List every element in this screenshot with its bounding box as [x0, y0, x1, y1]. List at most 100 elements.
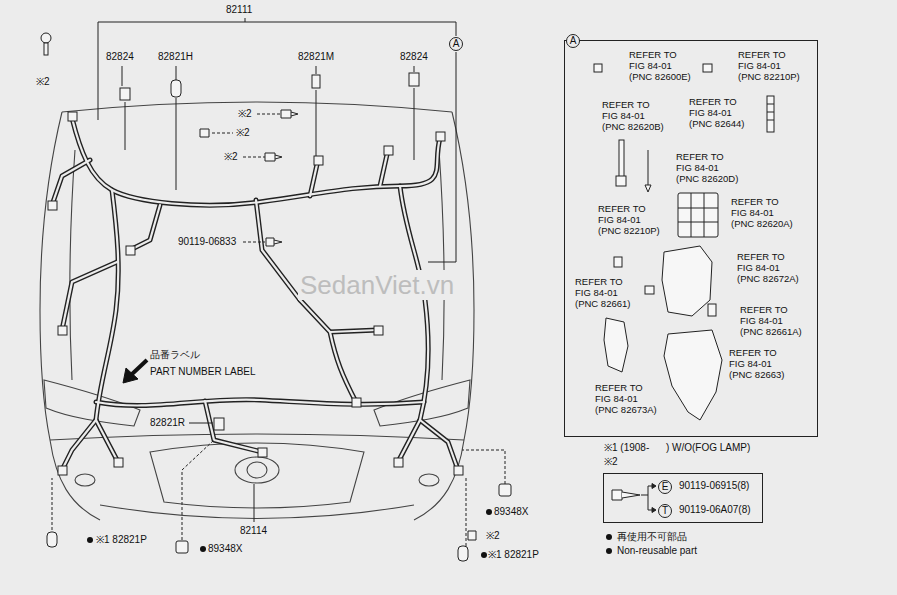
leader-line — [428, 52, 456, 262]
part-icon — [47, 532, 57, 547]
part-icon — [409, 73, 419, 86]
dashed-leader — [243, 157, 265, 158]
legend-dot — [605, 547, 613, 555]
reference-part-icon — [594, 64, 602, 72]
wire-harness-core — [300, 300, 356, 402]
reference-note: REFER TO FIG 84-01 (PNC 82210P) — [738, 49, 803, 82]
wire-harness-core — [72, 118, 440, 205]
car-body-outline — [50, 434, 464, 440]
wire-harness — [205, 401, 262, 452]
callout-letter: E — [662, 482, 669, 492]
non-reusable-dot — [87, 509, 492, 558]
dashed-leader — [243, 242, 265, 243]
label-arrow — [123, 368, 138, 383]
harness-connector — [58, 466, 67, 475]
wire-harness — [420, 420, 458, 470]
car-body-outline — [70, 150, 75, 380]
part-number: 82821M — [298, 51, 334, 63]
wire-harness — [62, 262, 117, 330]
leader-line — [456, 22, 457, 36]
harness-connector — [214, 418, 224, 430]
clip-symbol — [652, 484, 656, 489]
wire-harness-core — [330, 330, 378, 332]
leader-line — [245, 18, 246, 22]
part-icon — [458, 546, 468, 561]
wire-harness-core — [420, 420, 458, 470]
dashed-leader — [466, 476, 467, 546]
clip-symbol — [612, 484, 656, 513]
harness-connector — [126, 246, 135, 255]
wire-harness-core — [130, 205, 160, 250]
part-number: 82111 — [226, 4, 252, 16]
part-number: 90119-06915(8) — [679, 480, 749, 492]
footnote-mark: ※2 — [604, 456, 618, 468]
harness-connector — [394, 458, 403, 467]
reference-part-icon — [619, 140, 624, 178]
car-body-outline — [247, 462, 267, 478]
car-body-outline — [235, 457, 279, 483]
part-number: 89348X — [208, 543, 242, 555]
leader-line — [316, 90, 317, 156]
car-body-outline — [419, 474, 439, 486]
legend-text: 再使用不可部品 — [617, 531, 687, 543]
legend-dot — [606, 548, 612, 554]
reference-part-icon — [708, 304, 716, 316]
non-reusable-dot — [200, 546, 206, 552]
reference-part-icon — [678, 193, 718, 237]
reference-note: REFER TO FIG 84-01 (PNC 82210P) — [598, 203, 663, 236]
part-icon — [499, 484, 511, 496]
dashed-leader — [52, 478, 53, 530]
reference-part-icon — [662, 246, 712, 316]
wire-harness — [96, 190, 118, 420]
harness-connector — [352, 398, 361, 407]
wire-harness-core — [96, 190, 118, 420]
part-icon — [312, 75, 320, 88]
label-caption: PART NUMBER LABEL — [150, 366, 256, 378]
harness-connector — [454, 466, 463, 475]
non-reusable-dot — [486, 509, 492, 515]
dashed-leader — [52, 114, 505, 546]
wire-harness — [62, 420, 96, 470]
wire-harness — [72, 118, 440, 205]
fastener-box: 90119-06915(8)90119-06A07(8)ET — [603, 473, 763, 523]
car-body-outline — [40, 102, 474, 520]
leader-line — [98, 22, 99, 120]
callout-circle: A — [566, 34, 580, 48]
wire-harness-core — [62, 420, 96, 470]
harness-connector — [314, 156, 323, 165]
wire-harness — [330, 330, 378, 332]
wire-harness-core — [52, 160, 90, 205]
fastener-type-circle: E — [658, 480, 672, 494]
reference-part-icon — [703, 64, 712, 72]
dashed-leader — [462, 450, 505, 484]
legend-row: Non-reusable part — [605, 545, 697, 557]
reference-part-icon — [767, 96, 774, 132]
part-icon — [41, 33, 51, 43]
car-body-outline — [62, 102, 452, 112]
non-reusable-dot — [481, 552, 487, 558]
wire-harness — [300, 300, 356, 402]
part-number: 90119-06833 — [178, 236, 236, 248]
fastener-type-circle: T — [658, 504, 672, 518]
label-arrow — [123, 360, 147, 383]
footnote-mark: ※2 — [224, 151, 238, 163]
wire-harness-core — [62, 262, 117, 330]
car-body-outline — [414, 112, 474, 520]
leader-line — [254, 484, 255, 522]
wire-harness-core — [256, 200, 300, 300]
wire-harness — [256, 200, 300, 300]
harness-connector — [374, 326, 383, 335]
car-body-outline — [75, 474, 95, 486]
part-number: 82821H — [158, 51, 193, 63]
reference-part-icon — [648, 150, 649, 185]
wire-harness — [52, 118, 458, 470]
wire-harness — [96, 400, 424, 406]
part-icon — [281, 110, 298, 118]
reference-part-icon — [645, 185, 651, 192]
leader-line — [176, 98, 177, 190]
wire-harness-core — [400, 186, 428, 420]
leader-line — [98, 22, 456, 23]
reference-note: REFER TO FIG 84-01 (PNC 82661) — [575, 276, 640, 309]
part-number: 82114 — [240, 525, 267, 537]
harness-connector — [114, 458, 123, 467]
